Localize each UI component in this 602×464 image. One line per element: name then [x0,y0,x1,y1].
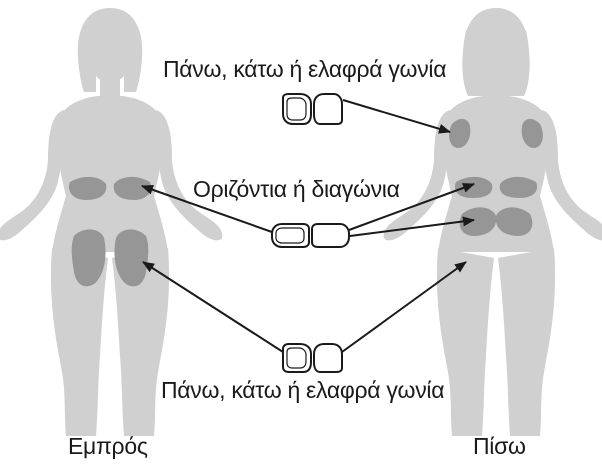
front-view-label: Εμπρός [68,433,148,460]
sensor-pair-bottom-icon [283,344,342,372]
back-lower-back-left-site [455,177,492,198]
arrow-top-to-back-arm [343,100,450,132]
sensor-pair-middle-icon [272,224,349,247]
bottom-orientation-label: Πάνω, κάτω ή ελαφρά γωνία [161,377,444,404]
back-view-label: Πίσω [473,433,526,460]
top-orientation-label: Πάνω, κάτω ή ελαφρά γωνία [163,56,446,83]
back-lower-back-right-site [500,177,537,198]
front-abdomen-right-site [114,177,151,200]
front-abdomen-left-site [69,177,106,200]
middle-orientation-label: Οριζόντια ή διαγώνια [193,176,400,203]
sensor-pair-top-icon [283,94,342,124]
